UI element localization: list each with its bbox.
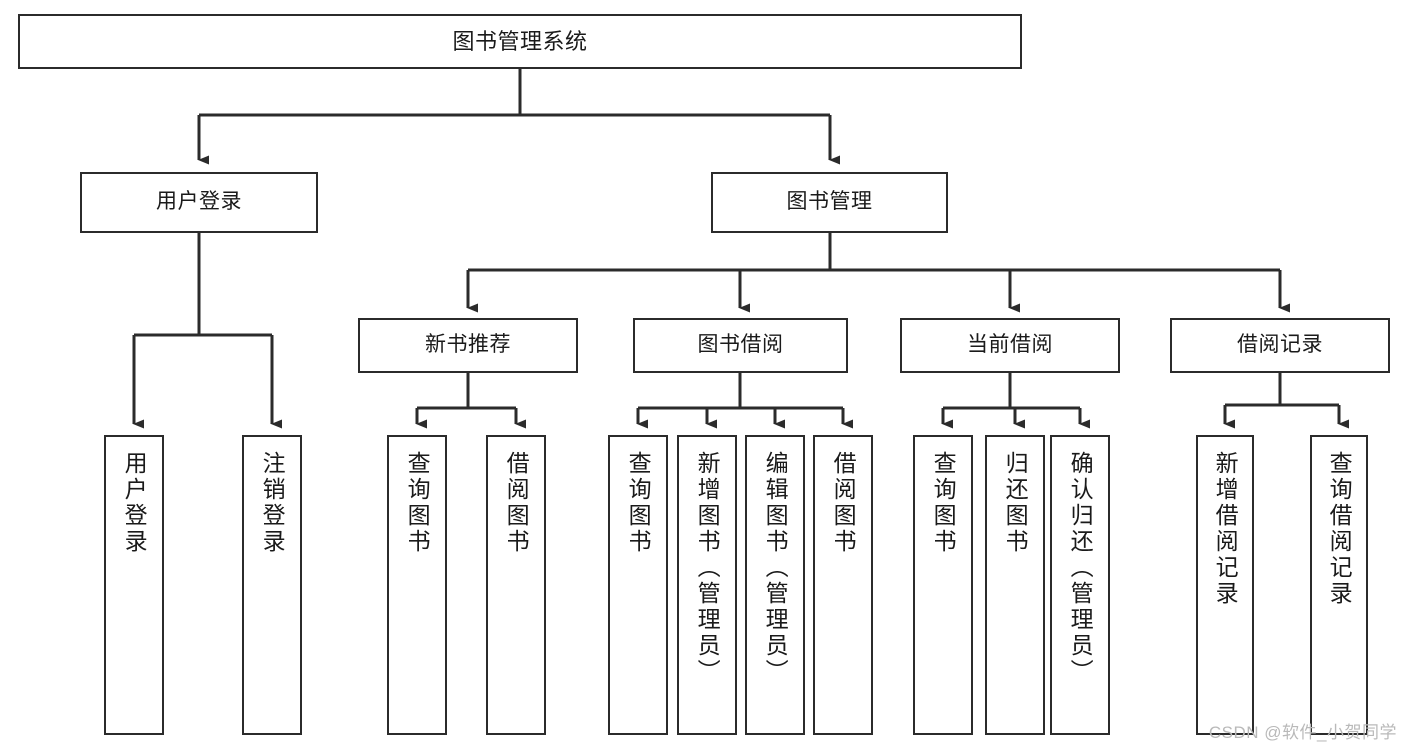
node-root[interactable]: 图书管理系统 (18, 14, 1022, 69)
leaf-record-query[interactable]: 查询借阅记录 (1310, 435, 1368, 735)
node-root-label: 图书管理系统 (452, 28, 588, 54)
node-current-borrow-label: 当前借阅 (967, 333, 1053, 357)
leaf-record-add[interactable]: 新增借阅记录 (1196, 435, 1254, 735)
leaf-current-query-book[interactable]: 查询图书 (913, 435, 973, 735)
leaf-user-logout[interactable]: 注销登录 (242, 435, 302, 735)
leaf-borrow-add-book-label: 新增图书（管理员） (694, 451, 721, 685)
leaf-record-add-label: 新增借阅记录 (1212, 451, 1239, 607)
node-user-login-label: 用户登录 (156, 190, 242, 214)
leaf-borrow-borrow-book[interactable]: 借阅图书 (813, 435, 873, 735)
node-book-manage[interactable]: 图书管理 (711, 172, 948, 233)
leaf-user-logout-label: 注销登录 (259, 451, 286, 555)
leaf-newbook-query-book-label: 查询图书 (404, 451, 431, 555)
leaf-current-query-book-label: 查询图书 (930, 451, 957, 555)
leaf-borrow-edit-book-label: 编辑图书（管理员） (762, 451, 789, 685)
node-book-manage-label: 图书管理 (786, 190, 873, 214)
leaf-newbook-borrow-book-label: 借阅图书 (503, 451, 530, 555)
leaf-record-query-label: 查询借阅记录 (1326, 451, 1353, 607)
node-borrow-record-label: 借阅记录 (1237, 333, 1323, 357)
node-borrow-record[interactable]: 借阅记录 (1170, 318, 1390, 373)
leaf-newbook-borrow-book[interactable]: 借阅图书 (486, 435, 546, 735)
node-book-borrow-label: 图书借阅 (697, 333, 784, 357)
node-book-borrow[interactable]: 图书借阅 (633, 318, 848, 373)
leaf-borrow-add-book[interactable]: 新增图书（管理员） (677, 435, 737, 735)
leaf-current-confirm-return[interactable]: 确认归还（管理员） (1050, 435, 1110, 735)
leaf-newbook-query-book[interactable]: 查询图书 (387, 435, 447, 735)
leaf-borrow-borrow-book-label: 借阅图书 (830, 451, 857, 555)
leaf-current-return-book-label: 归还图书 (1002, 451, 1029, 555)
leaf-borrow-query-book-label: 查询图书 (625, 451, 652, 555)
node-user-login[interactable]: 用户登录 (80, 172, 318, 233)
leaf-current-confirm-return-label: 确认归还（管理员） (1067, 451, 1094, 685)
leaf-borrow-query-book[interactable]: 查询图书 (608, 435, 668, 735)
leaf-user-login[interactable]: 用户登录 (104, 435, 164, 735)
node-current-borrow[interactable]: 当前借阅 (900, 318, 1120, 373)
leaf-user-login-label: 用户登录 (121, 451, 148, 555)
leaf-borrow-edit-book[interactable]: 编辑图书（管理员） (745, 435, 805, 735)
leaf-current-return-book[interactable]: 归还图书 (985, 435, 1045, 735)
node-new-book-recommend[interactable]: 新书推荐 (358, 318, 578, 373)
node-new-book-recommend-label: 新书推荐 (425, 333, 511, 357)
